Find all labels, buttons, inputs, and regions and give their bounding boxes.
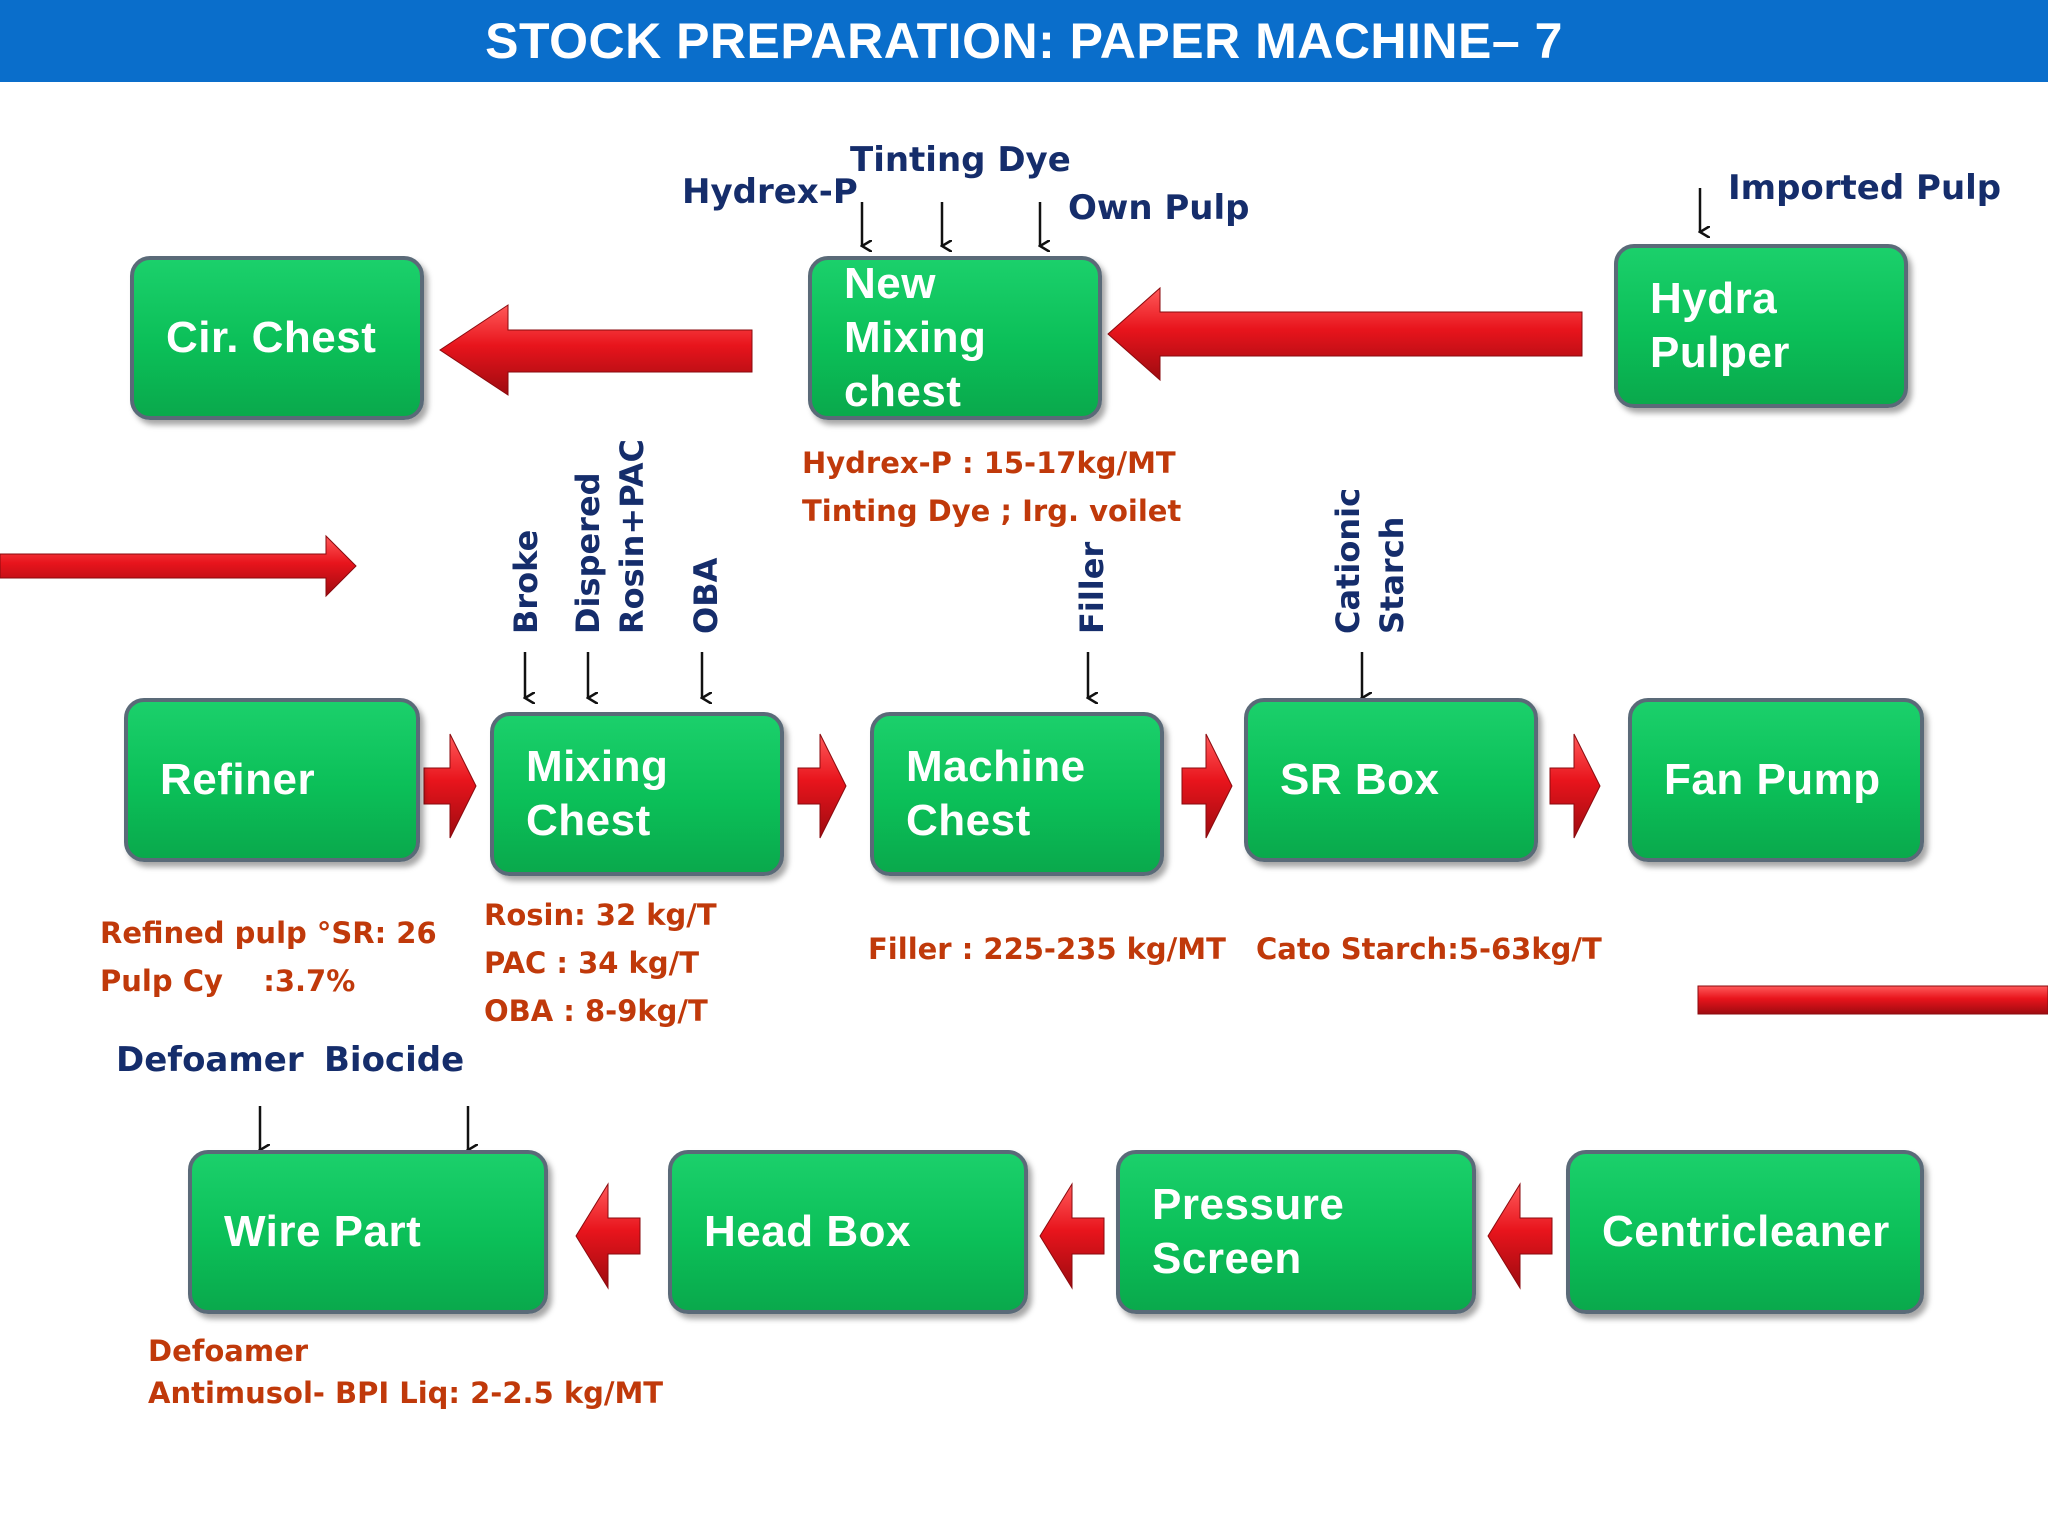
box-mixing-chest-label: Mixing Chest — [526, 742, 669, 845]
box-hydra-pulper: Hydra Pulper — [1614, 244, 1908, 408]
box-head-box-label: Head Box — [704, 1207, 911, 1256]
box-hydra-pulper-label: Hydra Pulper — [1650, 274, 1790, 377]
box-head-box: Head Box — [668, 1150, 1028, 1314]
input-hydrex-p: Hydrex-P — [682, 172, 858, 212]
box-wire-part: Wire Part — [188, 1150, 548, 1314]
input-biocide: Biocide — [324, 1040, 465, 1080]
input-oba: OBA — [687, 557, 725, 634]
box-fan-pump: Fan Pump — [1628, 698, 1924, 862]
arrow-cleaner-to-screen — [1487, 1182, 1553, 1290]
box-wire-part-label: Wire Part — [224, 1207, 422, 1256]
note-filler: Filler : 225-235 kg/MT — [868, 932, 1226, 966]
input-defoamer: Defoamer — [116, 1040, 304, 1080]
arrow-from-left-edge — [0, 534, 357, 598]
arrow-mixing-to-machine — [797, 733, 847, 839]
box-fan-pump-label: Fan Pump — [1664, 755, 1881, 804]
note-pulp-cy: Pulp Cy :3.7% — [100, 964, 356, 998]
box-mixing-chest: Mixing Chest — [490, 712, 784, 876]
input-filler: Filler — [1073, 541, 1111, 634]
input-broke: Broke — [507, 529, 545, 634]
note-refined-pulp: Refined pulp °SR: 26 — [100, 916, 437, 950]
arrow-refiner-to-mixing — [423, 733, 477, 839]
input-tinting-dye: Tinting Dye — [850, 140, 1071, 180]
box-refiner: Refiner — [124, 698, 420, 862]
note-pac: PAC : 34 kg/T — [484, 946, 699, 980]
note-rosin: Rosin: 32 kg/T — [484, 898, 717, 932]
arrow-machine-to-sr — [1181, 733, 1233, 839]
note-cato-starch: Cato Starch:5-63kg/T — [1256, 932, 1602, 966]
box-centricleaner-label: Centricleaner — [1602, 1207, 1890, 1256]
box-sr-box-label: SR Box — [1280, 755, 1440, 804]
bar-right-edge — [1697, 985, 2048, 1015]
arrow-sr-to-fanpump — [1549, 733, 1601, 839]
page-title: STOCK PREPARATION: PAPER MACHINE– 7 — [485, 13, 1563, 69]
note-hydrex-dose: Hydrex-P : 15-17kg/MT — [802, 446, 1176, 480]
arrow-to-cir-chest — [439, 304, 753, 396]
note-tinting-dye: Tinting Dye ; Irg. voilet — [802, 494, 1182, 528]
note-oba: OBA : 8-9kg/T — [484, 994, 708, 1028]
note-defoamer: Defoamer — [148, 1334, 309, 1368]
box-refiner-label: Refiner — [160, 755, 316, 804]
title-banner: STOCK PREPARATION: PAPER MACHINE– 7 — [0, 0, 2048, 82]
box-new-mixing-chest: New Mixing chest — [808, 256, 1102, 420]
note-antimusol: Antimusol- BPI Liq: 2-2.5 kg/MT — [148, 1376, 664, 1410]
input-imported-pulp: Imported Pulp — [1728, 168, 2002, 208]
box-sr-box: SR Box — [1244, 698, 1538, 862]
input-cationic-starch: Cationic Starch — [1329, 487, 1411, 634]
box-centricleaner: Centricleaner — [1566, 1150, 1924, 1314]
input-own-pulp: Own Pulp — [1068, 188, 1250, 228]
box-cir-chest: Cir. Chest — [130, 256, 424, 420]
box-machine-chest-label: Machine Chest — [906, 742, 1086, 845]
box-pressure-screen: Pressure Screen — [1116, 1150, 1476, 1314]
input-dispered-rosin-pac: Dispered Rosin+PAC — [569, 439, 651, 634]
arrow-to-new-mixing-chest — [1107, 286, 1583, 382]
arrow-headbox-to-wirepart — [575, 1182, 641, 1290]
arrow-screen-to-headbox — [1039, 1182, 1105, 1290]
box-new-mixing-chest-label: New Mixing chest — [844, 259, 987, 416]
box-machine-chest: Machine Chest — [870, 712, 1164, 876]
box-pressure-screen-label: Pressure Screen — [1152, 1180, 1345, 1283]
box-cir-chest-label: Cir. Chest — [166, 313, 377, 362]
